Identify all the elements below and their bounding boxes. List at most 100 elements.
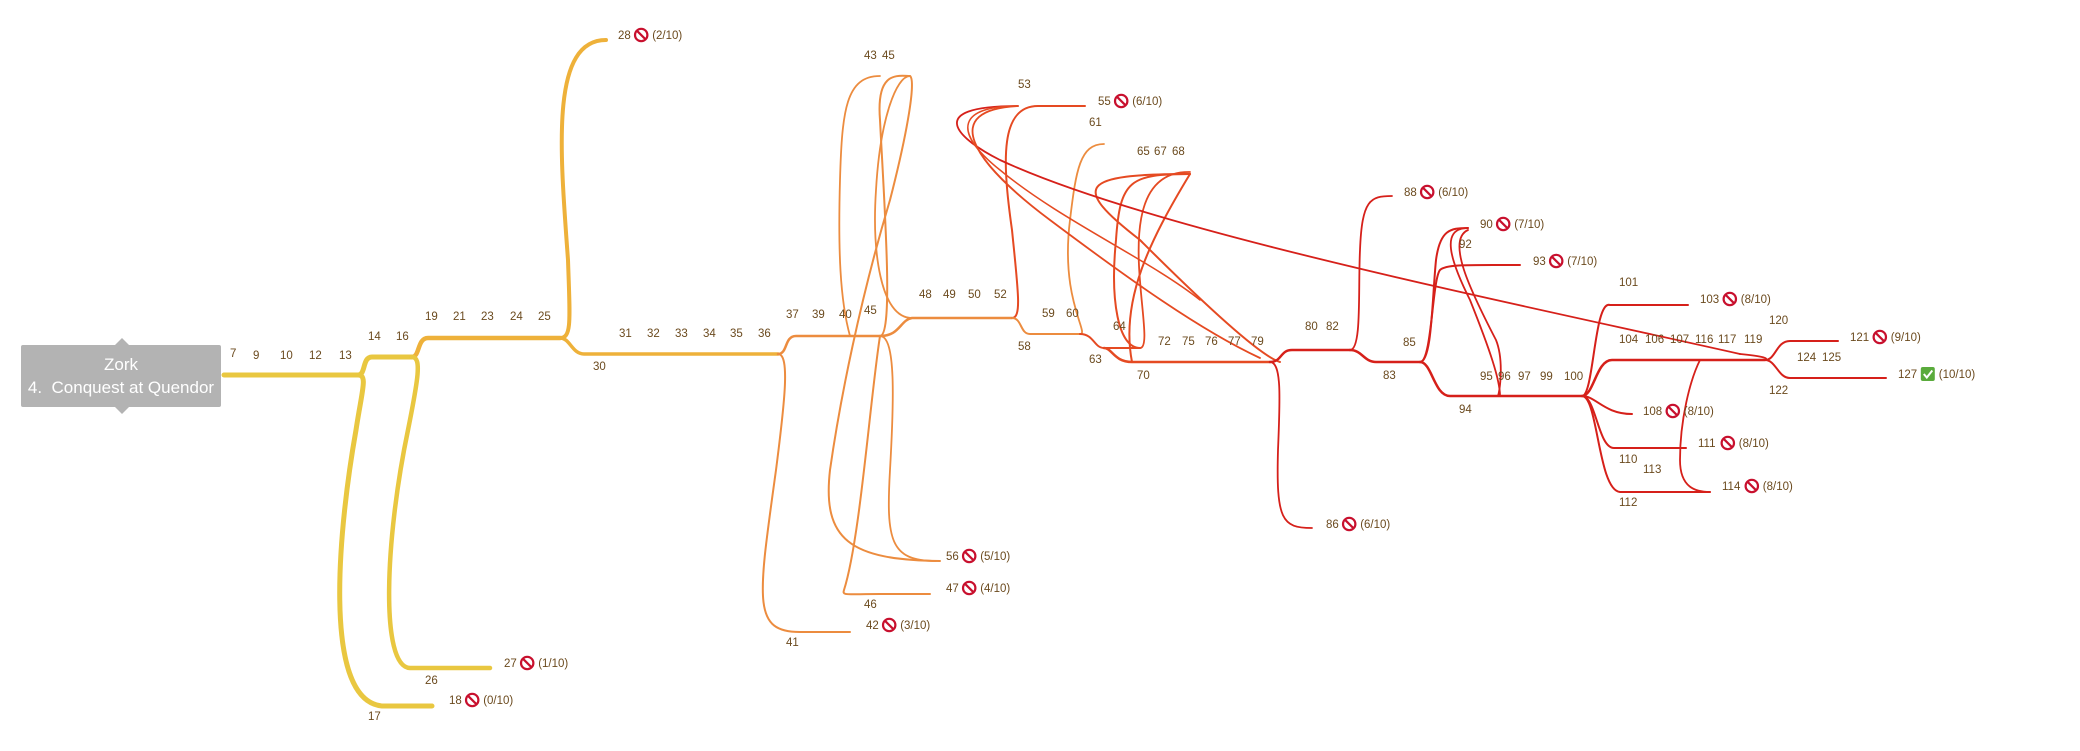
node-label-21: 21 — [453, 311, 466, 323]
node-label-46: 46 — [864, 599, 877, 611]
node-label-23: 23 — [481, 311, 494, 323]
node-label-12: 12 — [309, 350, 322, 362]
node-score-42: (3/10) — [900, 620, 930, 632]
node-score-55: (6/10) — [1132, 96, 1162, 108]
node-label-16: 16 — [396, 331, 409, 343]
node-score-108: (8/10) — [1684, 406, 1714, 418]
node-label-72: 72 — [1158, 336, 1171, 348]
node-label-119: 119 — [1744, 334, 1762, 346]
node-label-114: 114 — [1722, 481, 1741, 493]
edge-79-86 — [1269, 361, 1313, 529]
node-label-86: 86 — [1326, 519, 1339, 531]
node-label-24: 24 — [510, 311, 523, 323]
edge-layer — [221, 38, 1887, 709]
edge-119-127 — [1764, 359, 1887, 379]
node-label-65: 65 — [1137, 146, 1150, 158]
prohibited-icon — [881, 617, 897, 633]
node-score-47: (4/10) — [980, 583, 1010, 595]
node-label-127: 127 — [1898, 369, 1917, 381]
node-label-9: 9 — [253, 350, 259, 362]
edge-36-42 — [761, 353, 851, 633]
node-label-80: 80 — [1305, 321, 1318, 333]
node-label-70: 70 — [1137, 370, 1150, 382]
node-label-61: 61 — [1089, 117, 1102, 129]
node-score-90: (7/10) — [1514, 219, 1544, 231]
node-label-39: 39 — [812, 309, 825, 321]
node-label-111: 111 — [1698, 438, 1715, 450]
node-label-50: 50 — [968, 289, 981, 301]
node-label-77: 77 — [1228, 336, 1241, 348]
edge-long-end — [1739, 353, 1768, 361]
edge-45-47 — [842, 335, 931, 596]
node-label-95: 95 — [1480, 371, 1493, 383]
node-label-30: 30 — [593, 361, 606, 373]
node-label-117: 117 — [1718, 334, 1736, 346]
prohibited-icon — [1341, 516, 1357, 532]
edge-43-56 — [827, 74, 941, 562]
game-title: Zork — [104, 355, 138, 374]
node-label-17: 17 — [368, 711, 381, 723]
node-label-55: 55 — [1098, 96, 1111, 108]
node-label-90: 90 — [1480, 219, 1493, 231]
node-label-83: 83 — [1383, 370, 1396, 382]
node-label-60: 60 — [1066, 308, 1079, 320]
edge-116-114 — [1679, 359, 1711, 493]
node-score-86: (6/10) — [1360, 519, 1390, 531]
node-label-34: 34 — [703, 328, 716, 340]
node-score-88: (6/10) — [1438, 187, 1468, 199]
node-label-64: 64 — [1113, 321, 1126, 333]
node-label-33: 33 — [675, 328, 688, 340]
edge-16-25 — [409, 335, 563, 360]
node-label-100: 100 — [1564, 371, 1583, 383]
edge-85-100 — [1418, 360, 1584, 398]
node-label-68: 68 — [1172, 146, 1185, 158]
prohibited-icon — [1495, 216, 1511, 232]
prohibited-icon — [1419, 184, 1435, 200]
edge-92-96 — [1458, 229, 1502, 397]
node-label-79: 79 — [1251, 336, 1264, 348]
edge-45-52 — [878, 316, 1014, 338]
node-label-26: 26 — [425, 675, 438, 687]
node-label-121: 121 — [1850, 332, 1869, 344]
node-label-63: 63 — [1089, 354, 1102, 366]
node-label-43: 43 — [864, 50, 877, 62]
node-label-113: 113 — [1643, 464, 1661, 476]
node-label-85: 85 — [1403, 337, 1416, 349]
prohibited-icon — [1722, 291, 1738, 307]
edge-13-16 — [355, 354, 415, 378]
node-label-107: 107 — [1670, 334, 1689, 346]
node-label-110: 110 — [1619, 454, 1637, 466]
node-label-88: 88 — [1404, 187, 1417, 199]
edge-60-61 — [1067, 143, 1105, 335]
edge-82-85 — [1348, 348, 1422, 364]
chapter-title-box[interactable]: Zork 4. Conquest at Quendor — [21, 338, 221, 414]
node-label-93: 93 — [1533, 256, 1546, 268]
edge-64-65 — [1137, 171, 1191, 349]
prohibited-icon — [961, 548, 977, 564]
node-label-7: 7 — [230, 348, 236, 360]
node-label-108: 108 — [1643, 406, 1662, 418]
node-label-101: 101 — [1619, 277, 1638, 289]
prohibited-icon — [519, 655, 535, 671]
edge-90-96 — [1449, 227, 1501, 397]
node-label-10: 10 — [280, 350, 293, 362]
node-label-94: 94 — [1459, 404, 1472, 416]
node-score-27: (1/10) — [538, 658, 568, 670]
node-label-36: 36 — [758, 328, 771, 340]
node-label-99: 99 — [1540, 371, 1553, 383]
node-label-122: 122 — [1769, 385, 1788, 397]
node-score-93: (7/10) — [1567, 256, 1597, 268]
node-label-103: 103 — [1700, 294, 1719, 306]
node-label-42: 42 — [866, 620, 879, 632]
node-label-41: 41 — [786, 637, 799, 649]
edge-100-114 — [1581, 395, 1711, 493]
node-label-97: 97 — [1518, 371, 1531, 383]
prohibited-icon — [1548, 253, 1564, 269]
node-label-45a: 45 — [882, 50, 895, 62]
node-score-121: (9/10) — [1891, 332, 1921, 344]
node-score-18: (0/10) — [483, 695, 513, 707]
node-label-14: 14 — [368, 331, 381, 343]
